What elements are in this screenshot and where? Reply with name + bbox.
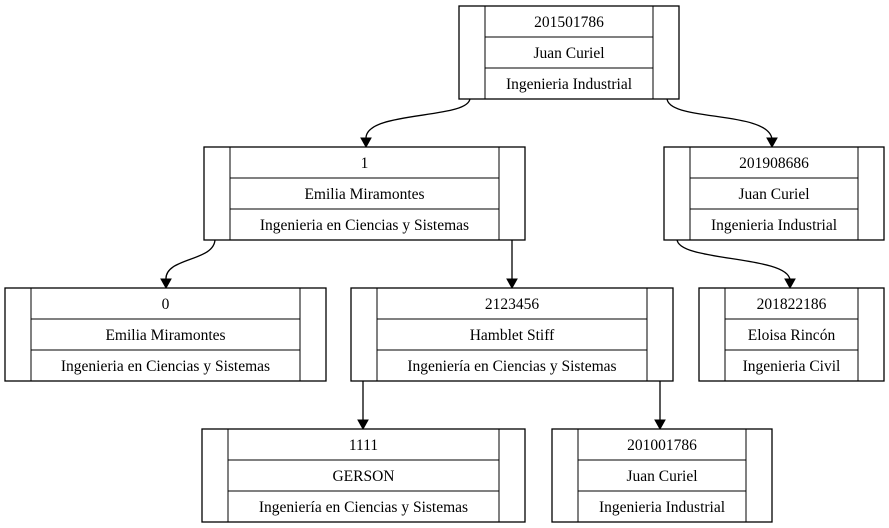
node-carnet: 1 bbox=[361, 155, 369, 172]
edges-layer bbox=[160, 97, 796, 431]
node-name: Juan Curiel bbox=[626, 468, 697, 485]
edge-line bbox=[365, 97, 471, 140]
edge-n_2123456-to-n_1111 bbox=[357, 380, 369, 431]
arrowhead-icon bbox=[766, 137, 778, 149]
edge-line bbox=[676, 238, 791, 281]
edge-n_201908686-to-n_201822186 bbox=[676, 238, 796, 290]
node-carnet: 201908686 bbox=[739, 155, 809, 172]
node-frame bbox=[458, 5, 680, 100]
node-name: Hamblet Stiff bbox=[470, 327, 555, 344]
node-frame bbox=[201, 428, 526, 523]
edge-line bbox=[165, 238, 216, 281]
node-career: Ingeniería en Ciencias y Sistemas bbox=[407, 358, 616, 375]
node-frame bbox=[203, 146, 526, 241]
edge-n_2123456-to-n_201001786 bbox=[654, 380, 666, 431]
node-carnet: 1111 bbox=[349, 437, 378, 454]
node-name: Emilia Miramontes bbox=[105, 327, 225, 344]
node-name: GERSON bbox=[332, 468, 394, 485]
node-carnet: 201001786 bbox=[627, 437, 697, 454]
arrowhead-icon bbox=[654, 419, 666, 431]
node-carnet: 0 bbox=[162, 296, 170, 313]
node-name: Eloisa Rincón bbox=[748, 327, 836, 344]
node-name: Juan Curiel bbox=[533, 45, 604, 62]
node-career: Ingenieria Civil bbox=[743, 358, 841, 375]
node-frame bbox=[663, 146, 885, 241]
arrowhead-icon bbox=[357, 419, 369, 431]
node-carnet: 201822186 bbox=[757, 296, 827, 313]
edge-n_1-to-n_0 bbox=[160, 238, 216, 290]
node-career: Ingenieria Industrial bbox=[711, 217, 837, 234]
node-frame bbox=[698, 287, 885, 382]
edge-line bbox=[666, 97, 773, 140]
node-career: Ingeniería en Ciencias y Sistemas bbox=[259, 499, 468, 516]
edge-n_1-to-n_2123456 bbox=[506, 239, 518, 290]
node-frame bbox=[4, 287, 327, 382]
node-name: Juan Curiel bbox=[738, 186, 809, 203]
arrowhead-icon bbox=[506, 278, 518, 290]
node-carnet: 2123456 bbox=[485, 296, 540, 313]
node-career: Ingenieria Industrial bbox=[506, 76, 632, 93]
node-career: Ingenieria en Ciencias y Sistemas bbox=[61, 358, 270, 375]
arrowhead-icon bbox=[160, 278, 172, 290]
edge-n_201501786-to-n_1 bbox=[360, 97, 471, 149]
arrowhead-icon bbox=[360, 137, 372, 149]
node-name: Emilia Miramontes bbox=[304, 186, 424, 203]
arrowhead-icon bbox=[784, 278, 796, 290]
node-career: Ingenieria en Ciencias y Sistemas bbox=[260, 217, 469, 234]
edge-n_201501786-to-n_201908686 bbox=[666, 97, 778, 149]
node-frame bbox=[350, 287, 674, 382]
node-career: Ingenieria Industrial bbox=[599, 499, 725, 516]
node-carnet: 201501786 bbox=[534, 14, 604, 31]
node-frame bbox=[551, 428, 773, 523]
